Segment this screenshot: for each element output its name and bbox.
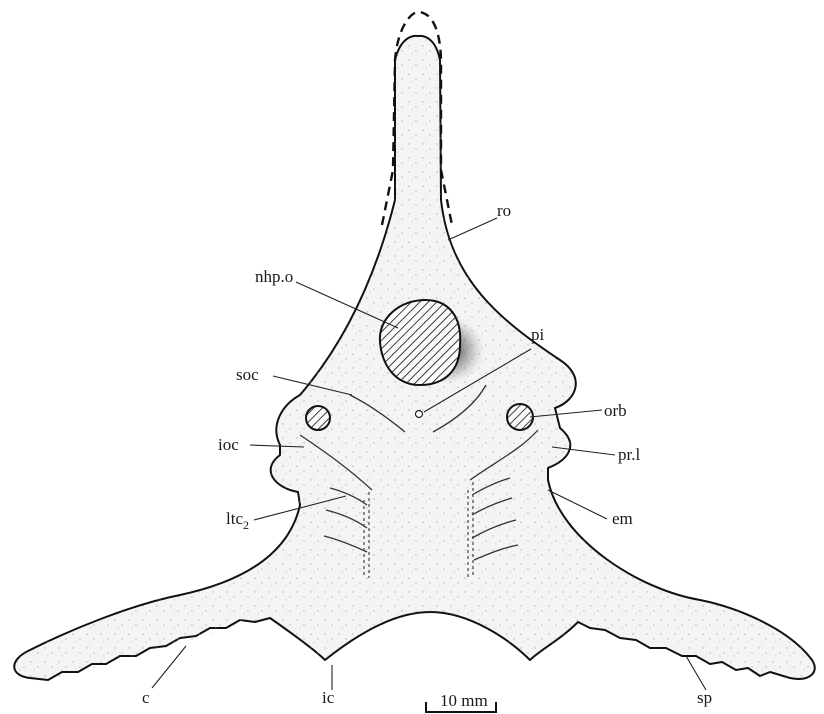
- label-soc: soc: [236, 365, 259, 384]
- pineal-opening: [416, 411, 423, 418]
- label-ic: ic: [322, 688, 335, 707]
- orbit-right: [507, 404, 533, 430]
- label-ltc2-subscript: 2: [243, 518, 249, 532]
- label-c: c: [142, 688, 150, 707]
- label-nhp-o: nhp.o: [255, 267, 293, 286]
- label-ro: ro: [497, 201, 511, 220]
- leader-c: [152, 646, 186, 688]
- label-ioc: ioc: [218, 435, 239, 454]
- orbit-left: [306, 406, 330, 430]
- label-ltc2: ltc2: [226, 509, 249, 532]
- label-ltc2-base: ltc: [226, 509, 243, 528]
- label-em: em: [612, 509, 633, 528]
- leader-ro: [448, 218, 497, 240]
- scale-bar: 10 mm: [425, 691, 497, 713]
- nasohypophysial-opening: [380, 300, 460, 385]
- label-pi: pi: [531, 325, 545, 344]
- scale-bar-label: 10 mm: [440, 691, 488, 710]
- label-pr-l: pr.l: [618, 445, 640, 464]
- label-orb: orb: [604, 401, 627, 420]
- label-sp: sp: [697, 688, 712, 707]
